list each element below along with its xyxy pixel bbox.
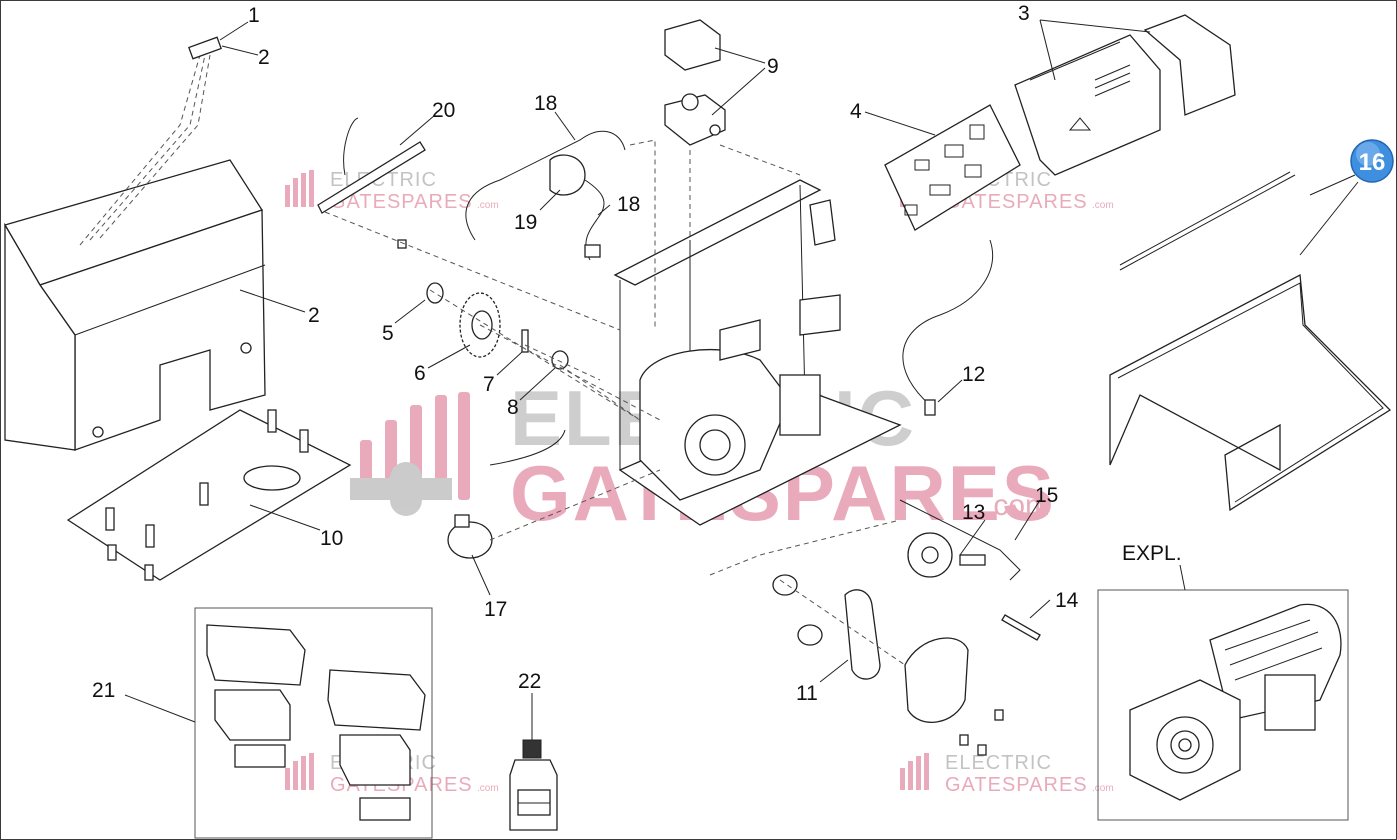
label-part-1: 1 [248,4,260,27]
label-part-5: 5 [382,322,394,345]
gear-group [397,239,569,370]
label-part-21: 21 [92,679,115,702]
label-part-2-top: 2 [258,46,270,69]
label-expl: EXPL. [1122,542,1182,565]
label-part-22: 22 [518,670,541,693]
leader-lines [124,19,1186,740]
label-part-9: 9 [767,55,779,78]
label-part-18-side: 18 [617,193,640,216]
label-part-4: 4 [850,100,862,123]
callout-badge-16 [1350,139,1394,183]
oil-bottle-part-22 [509,739,558,831]
svg-text:.com: .com [1092,783,1114,794]
electronic-cover-part-3 [1014,14,1236,176]
sensor-part-19 [465,130,626,261]
base-plate-part-10 [66,409,352,581]
label-part-10: 10 [320,527,343,550]
control-board-part-4 [884,104,1021,231]
svg-text:.com: .com [477,783,499,794]
antenna-part-12 [902,239,994,416]
watermark-small-bottom-right: ELECTRIC GATESPARES .com [900,752,1114,796]
label-part-20: 20 [432,99,455,122]
label-part-2-cover: 2 [308,304,320,327]
bracket-part-20 [317,117,426,214]
label-part-19: 19 [514,211,537,234]
transformer-part-9 [664,19,726,146]
label-part-13: 13 [962,501,985,524]
capacitor-part-17 [447,429,566,559]
label-part-17: 17 [484,598,507,621]
label-part-14: 14 [1055,589,1079,612]
svg-text:ELECTRIC: ELECTRIC [945,752,1052,774]
label-part-15: 15 [1035,484,1058,507]
assembly-dashes [324,139,906,666]
label-part-3: 3 [1018,2,1030,25]
label-part-18-top: 18 [534,92,557,115]
svg-text:GATESPARES: GATESPARES [945,191,1088,213]
explosion-view-box [1097,589,1349,821]
label-part-16: 16 [1359,149,1386,176]
watermark-small-top-left: ELECTRIC GATESPARES .com [285,169,499,213]
callout-labels: 1 2 2 3 4 5 6 7 8 9 10 11 12 13 14 15 16… [92,2,1385,705]
label-part-11: 11 [796,682,818,705]
label-part-6: 6 [414,362,426,385]
cover-part-2 [4,36,266,451]
label-part-7: 7 [483,373,495,396]
parts-box-21 [194,607,433,839]
label-part-12: 12 [962,363,985,386]
watermark-suffix: .com [985,489,1050,522]
svg-text:.com: .com [1092,200,1114,211]
main-chassis [613,179,902,526]
release-group [899,499,1041,641]
gasket-part-16 [1109,139,1394,512]
svg-text:GATESPARES: GATESPARES [330,191,473,213]
svg-text:GATESPARES: GATESPARES [945,774,1088,796]
svg-text:.com: .com [477,200,499,211]
label-part-8: 8 [507,396,519,419]
pinion-group-part-11 [772,574,1004,756]
